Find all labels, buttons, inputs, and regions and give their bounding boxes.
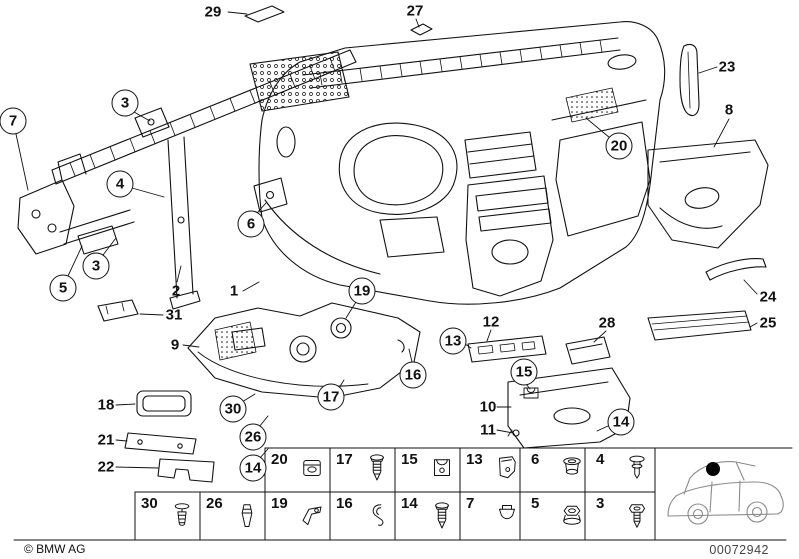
legend-number: 20	[271, 451, 288, 468]
location-dot	[706, 462, 720, 476]
part-8-side-trim	[647, 139, 769, 249]
legend-cell-6[interactable]: 6	[525, 448, 590, 492]
legend-number: 30	[141, 495, 158, 512]
cross-car-beam	[17, 49, 357, 322]
legend-cell-16[interactable]: 16	[330, 492, 395, 540]
legend-cell-13[interactable]: 13	[460, 448, 525, 492]
callout-29[interactable]: 29	[204, 3, 222, 21]
part-21-plate	[124, 432, 197, 455]
legend-number: 17	[336, 451, 353, 468]
callout-9[interactable]: 9	[170, 336, 180, 354]
legend-number: 7	[466, 495, 475, 512]
bracket-icon	[492, 451, 522, 490]
callout-3[interactable]: 3	[82, 252, 110, 280]
legend-number: 16	[336, 495, 353, 512]
callout-27[interactable]: 27	[406, 2, 424, 20]
legend-cell-30[interactable]: 30	[135, 492, 200, 540]
callout-16[interactable]: 16	[399, 361, 427, 389]
legend-cell-4[interactable]: 4	[590, 448, 655, 492]
callout-14[interactable]: 14	[239, 454, 267, 482]
bolt-icon	[622, 499, 652, 538]
legend-number: 15	[401, 451, 418, 468]
callout-3[interactable]: 3	[111, 89, 139, 117]
legend-number: 6	[531, 451, 540, 468]
callout-8[interactable]: 8	[724, 101, 734, 119]
callout-18[interactable]: 18	[97, 396, 115, 414]
legend-number: 14	[401, 495, 418, 512]
screw-icon	[427, 499, 457, 538]
callout-10[interactable]: 10	[479, 398, 497, 416]
part-24-trim-strip	[705, 258, 767, 281]
hook-icon	[362, 499, 392, 538]
callout-5[interactable]: 5	[49, 274, 77, 302]
clip-icon	[232, 499, 262, 538]
legend-cell-3[interactable]: 3	[590, 492, 655, 540]
callout-19[interactable]: 19	[348, 277, 376, 305]
clip-square-icon	[297, 451, 327, 490]
grommet-icon	[557, 451, 587, 490]
legend-number: 26	[206, 495, 223, 512]
flange-nut-icon	[557, 499, 587, 538]
speed-nut-icon	[427, 451, 457, 490]
part-23-pillar-trim	[679, 43, 700, 117]
document-number: 00072942	[709, 543, 769, 557]
push-rivet-icon	[622, 451, 652, 490]
legend-cell-15[interactable]: 15	[395, 448, 460, 492]
callout-31[interactable]: 31	[165, 306, 183, 324]
legend-cell-5[interactable]: 5	[525, 492, 590, 540]
callout-21[interactable]: 21	[97, 431, 115, 449]
callout-20[interactable]: 20	[605, 132, 633, 160]
part-25-tray	[647, 310, 752, 341]
part-9-lower-trim	[187, 302, 421, 399]
part-18-lamp	[136, 390, 192, 417]
legend-cell-7[interactable]: 7	[460, 492, 525, 540]
callout-23[interactable]: 23	[718, 58, 736, 76]
callout-30[interactable]: 30	[219, 395, 247, 423]
callout-14[interactable]: 14	[607, 408, 635, 436]
callout-28[interactable]: 28	[598, 314, 616, 332]
callout-24[interactable]: 24	[759, 288, 777, 306]
legend-number: 3	[596, 495, 605, 512]
part-28-pad	[565, 336, 611, 365]
legend-number: 13	[466, 451, 483, 468]
callout-7[interactable]: 7	[0, 107, 27, 135]
screw-icon	[362, 451, 392, 490]
part-27-cover	[410, 23, 433, 36]
callout-2[interactable]: 2	[171, 282, 181, 300]
callout-6[interactable]: 6	[237, 210, 265, 238]
legend-number: 19	[271, 495, 288, 512]
part-22-bracket	[157, 458, 215, 483]
callout-25[interactable]: 25	[759, 314, 777, 332]
callout-1[interactable]: 1	[229, 282, 239, 300]
part-1-instrument-panel	[258, 21, 666, 305]
car-locator	[667, 461, 784, 525]
legend-number: 5	[531, 495, 540, 512]
part-29-trim-strip	[244, 5, 285, 23]
callout-17[interactable]: 17	[317, 383, 345, 411]
callout-13[interactable]: 13	[439, 327, 467, 355]
copyright-text: © BMW AG	[24, 542, 86, 556]
callout-15[interactable]: 15	[510, 358, 538, 386]
legend-cell-20[interactable]: 20	[265, 448, 330, 492]
legend-cell-17[interactable]: 17	[330, 448, 395, 492]
legend-cell-19[interactable]: 19	[265, 492, 330, 540]
expanding-rivet-icon	[167, 499, 197, 538]
callout-4[interactable]: 4	[106, 170, 134, 198]
callout-12[interactable]: 12	[482, 313, 500, 331]
callout-22[interactable]: 22	[97, 458, 115, 476]
part-12-13-carrier	[467, 335, 547, 363]
legend-cell-26[interactable]: 26	[200, 492, 265, 540]
legend-cell-14[interactable]: 14	[395, 492, 460, 540]
bracket-angle-icon	[297, 499, 327, 538]
callout-26[interactable]: 26	[239, 423, 267, 451]
legend-number: 4	[596, 451, 605, 468]
spring-clip-icon	[492, 499, 522, 538]
callout-11[interactable]: 11	[480, 421, 496, 439]
leader-lines	[15, 11, 758, 469]
